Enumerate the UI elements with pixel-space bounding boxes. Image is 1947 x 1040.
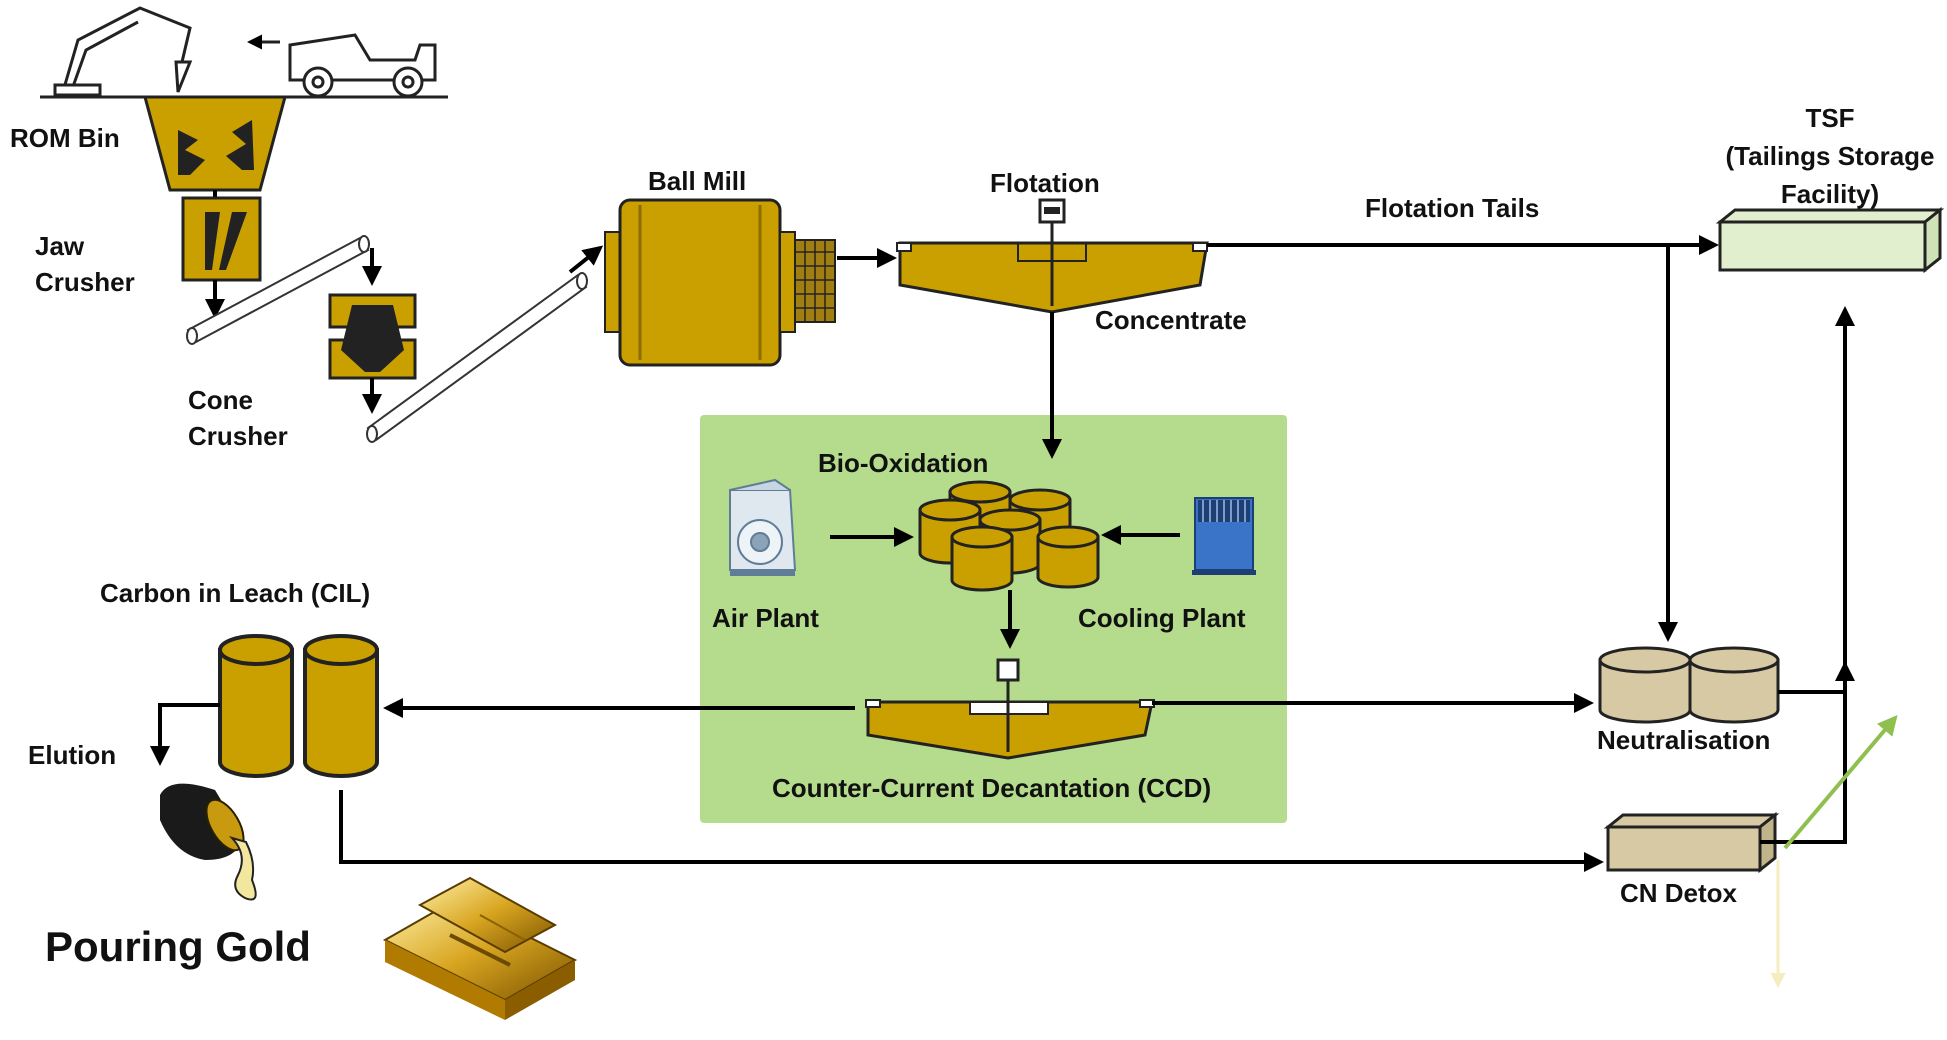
label-jaw-crusher-line1: Jaw <box>35 231 85 261</box>
label-pouring-gold: Pouring Gold <box>45 923 311 970</box>
ccd-tank-icon <box>865 658 1155 760</box>
label-concentrate: Concentrate <box>1095 305 1247 335</box>
conveyor-1-icon <box>186 235 370 345</box>
cooling-plant-icon <box>1192 497 1256 575</box>
label-cone-crusher-line2: Crusher <box>188 421 288 451</box>
label-tsf-line2: (Tailings Storage <box>1725 141 1935 171</box>
label-rom-bin: ROM Bin <box>10 123 120 153</box>
arrow-conveyor2-to-mill <box>568 245 604 274</box>
label-cn-detox: CN Detox <box>1620 878 1738 908</box>
cone-crusher-icon <box>328 293 417 380</box>
label-neutralisation: Neutralisation <box>1597 725 1771 755</box>
flotation-tank-icon <box>896 198 1209 314</box>
label-ball-mill: Ball Mill <box>648 166 747 196</box>
label-cone-crusher-line1: Cone <box>188 385 253 415</box>
excavator-icon <box>53 6 193 97</box>
air-plant-icon <box>729 478 797 576</box>
arrow-cil-to-cn-detox <box>339 790 1604 872</box>
cn-detox-icon <box>1603 811 1780 874</box>
green-arrow <box>1783 714 1898 850</box>
label-tsf-line3: Facility) <box>1780 179 1880 209</box>
conveyor-2-icon <box>366 272 588 443</box>
label-jaw-crusher-line2: Crusher <box>35 267 135 297</box>
arrow-neutralisation-to-tsf <box>1778 306 1855 694</box>
label-ccd: Counter-Current Decantation (CCD) <box>772 773 1212 803</box>
label-cil: Carbon in Leach (CIL) <box>100 578 371 608</box>
label-flotation: Flotation <box>990 168 1100 198</box>
gold-bars-icon <box>382 876 578 1020</box>
arrow-cil-to-elution <box>150 703 220 766</box>
pouring-gold-icon <box>160 783 257 901</box>
rom-bin-icon <box>143 95 287 192</box>
label-air-plant: Air Plant <box>712 603 819 633</box>
tsf-icon <box>1715 206 1945 274</box>
label-bio-oxidation: Bio-Oxidation <box>818 448 989 478</box>
haul-truck-icon <box>247 33 437 98</box>
label-elution: Elution <box>28 740 117 770</box>
label-cooling-plant: Cooling Plant <box>1078 603 1246 633</box>
label-flotation-tails: Flotation Tails <box>1365 193 1540 223</box>
neutralisation-tanks-icon <box>1598 646 1780 724</box>
label-tsf-line1: TSF <box>1805 103 1855 133</box>
bio-oxidation-tanks-icon <box>918 480 1100 592</box>
jaw-crusher-icon <box>181 196 262 282</box>
ball-mill-icon <box>604 198 836 367</box>
cil-tanks-icon <box>218 634 379 778</box>
